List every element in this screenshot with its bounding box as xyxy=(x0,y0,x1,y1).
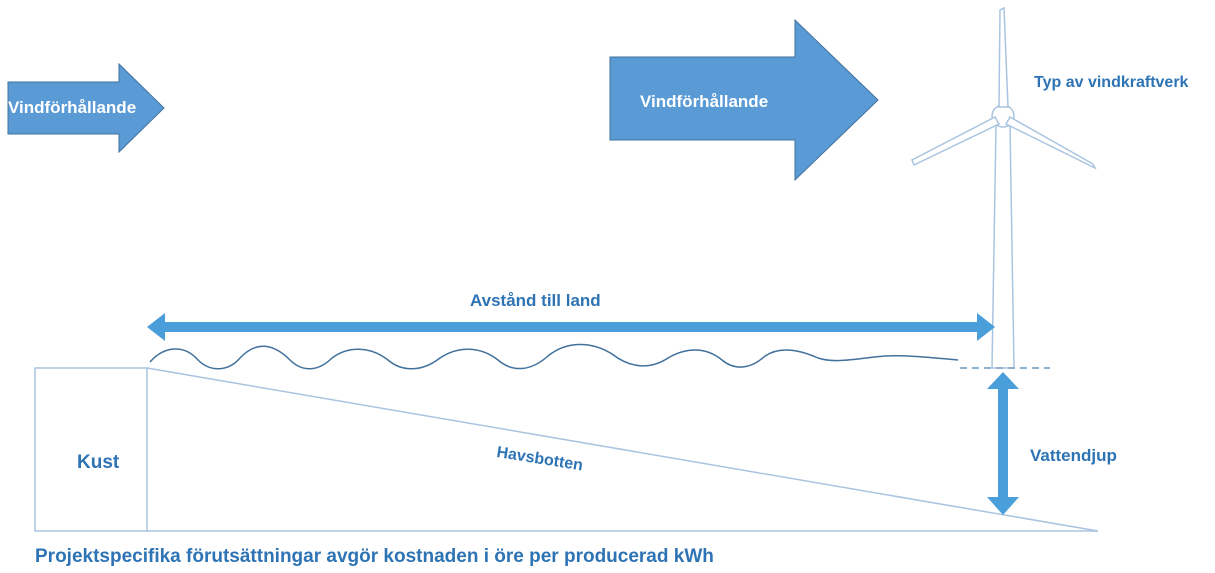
distance-label: Avstånd till land xyxy=(470,291,601,310)
seabed-outline xyxy=(146,367,1099,532)
wind-arrow-small xyxy=(7,62,165,154)
depth-double-arrow xyxy=(987,372,1019,515)
water-surface-wave xyxy=(149,343,959,370)
wind-label-right: Vindförhållande xyxy=(640,92,769,111)
coast-label: Kust xyxy=(77,452,120,473)
water-depth-label: Vattendjup xyxy=(1030,446,1117,465)
caption: Projektspecifika förutsättningar avgör k… xyxy=(35,546,714,567)
distance-double-arrow xyxy=(147,313,995,341)
wind-label-left: Vindförhållande xyxy=(8,98,137,117)
wind-arrow-large xyxy=(609,18,879,182)
coast-box xyxy=(34,367,148,532)
turbine-type-label: Typ av vindkraftverk xyxy=(1034,74,1189,91)
wind-turbine-icon xyxy=(911,6,1097,369)
